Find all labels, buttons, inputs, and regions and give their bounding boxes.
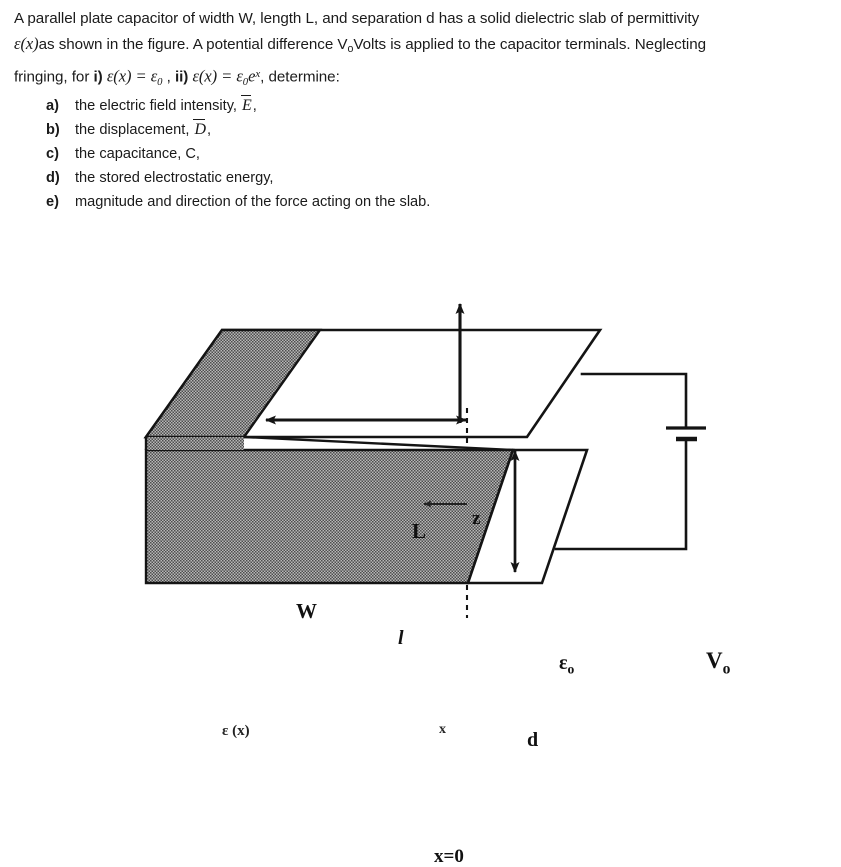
task-b-text-before: the displacement, — [75, 122, 194, 138]
permittivity-function-symbol: ε(x) — [14, 34, 39, 53]
problem-line-1: A parallel plate capacitor of width W, l… — [14, 10, 700, 27]
top-plate-wire — [580, 372, 688, 430]
capacitor-diagram-svg — [143, 303, 706, 618]
x-dimension-label: x — [439, 722, 446, 737]
free-space-permittivity-symbol: ε — [559, 652, 568, 674]
problem-line-3: fringing, for i) ε(x) = ε0 , ii) ε(x) = … — [14, 66, 340, 88]
task-item-d: d) the stored electrostatic energy, — [46, 166, 606, 190]
task-a-text-after: , — [252, 98, 257, 114]
bottom-plate-face — [466, 448, 589, 585]
task-c-label: c) — [46, 146, 59, 162]
problem-statement: A parallel plate capacitor of width W, l… — [14, 6, 826, 95]
problem-line-2-text-b: Volts is applied to the capacitor termin… — [353, 36, 707, 53]
task-item-e: e) magnitude and direction of the force … — [46, 190, 606, 214]
task-a-label: a) — [46, 98, 59, 114]
slab-edge-connector — [146, 437, 244, 450]
bottom-plate — [466, 448, 589, 585]
case-i-marker: i) — [93, 68, 103, 86]
battery-symbol — [666, 426, 706, 442]
task-b-label: b) — [46, 122, 60, 138]
task-d-label: d) — [46, 170, 60, 186]
source-voltage-symbol: V — [706, 648, 723, 673]
dielectric-slab — [143, 328, 515, 585]
task-e-label: e) — [46, 194, 59, 210]
task-item-b: b) the displacement, D, — [46, 118, 606, 142]
length-label: L — [412, 519, 427, 543]
slab-upper-front-edge — [243, 435, 514, 452]
task-b-text: the displacement, D, — [75, 118, 211, 142]
case-i-expression: ε(x) = ε — [106, 66, 158, 86]
problem-line-3-text-a: fringing, for — [14, 68, 90, 86]
task-c-text: the capacitance, C, — [75, 146, 200, 162]
case-ii-marker: ii) — [174, 68, 189, 86]
task-a-text: the electric field intensity, E, — [75, 94, 257, 118]
circuit-wiring — [554, 372, 688, 551]
slab-permittivity-label: ε (x) — [222, 723, 250, 739]
problem-line-2: ε(x)as shown in the figure. A potential … — [14, 31, 826, 62]
task-a-text-before: the electric field intensity, — [75, 98, 242, 114]
task-list: a) the electric field intensity, E, b) t… — [46, 94, 606, 214]
partial-length-label: l — [398, 627, 404, 649]
slab-front-face — [144, 448, 515, 585]
case-ii-expression: ε(x) = ε — [192, 66, 243, 86]
case-ii-exponential-base: e — [248, 66, 256, 86]
separation-label: d — [527, 729, 539, 751]
v-subscript-a: o — [347, 43, 354, 56]
case-ii-exponent: x — [255, 68, 261, 81]
task-item-c: c) the capacitance, C, — [46, 142, 606, 166]
task-a-vector-symbol: E — [242, 97, 252, 114]
problem-line-2-text-a: as shown in the figure. A potential diff… — [38, 36, 348, 53]
width-label: W — [296, 599, 317, 623]
case-ii-subscript: 0 — [242, 76, 249, 88]
free-space-permittivity-subscript: o — [567, 661, 575, 677]
task-item-a: a) the electric field intensity, E, — [46, 94, 606, 118]
case-i-subscript: 0 — [157, 76, 163, 88]
problem-line-3-text-b: , determine: — [260, 68, 340, 86]
origin-label: x=0 — [434, 846, 464, 867]
bottom-plate-wire — [554, 440, 688, 551]
z-axis-label: z — [472, 508, 481, 529]
task-e-text: magnitude and direction of the force act… — [75, 194, 431, 210]
capacitor-diagram: L z W l εo Vo d ε (x) x x=0 — [0, 230, 841, 866]
task-d-text: the stored electrostatic energy, — [75, 170, 274, 186]
task-b-text-after: , — [207, 122, 212, 138]
task-b-vector-symbol: D — [194, 121, 207, 138]
free-space-permittivity-label: εo — [559, 653, 574, 676]
